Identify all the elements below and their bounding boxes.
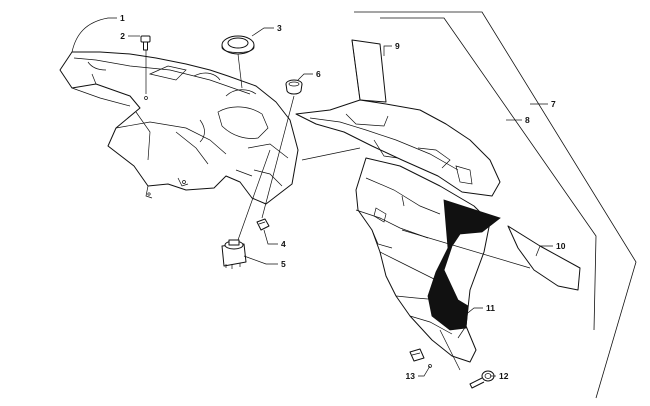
bolt-part	[469, 370, 495, 389]
screw-part	[140, 35, 151, 51]
callout-5: 5	[281, 259, 286, 269]
assembly-bracket-8	[380, 17, 597, 331]
leader-lines	[71, 17, 553, 377]
cap-seal-ring-part	[221, 35, 255, 55]
callout-9: 9	[395, 41, 400, 51]
callout-8: 8	[525, 115, 530, 125]
clip-nut-part	[409, 348, 432, 368]
callout-10: 10	[556, 241, 566, 251]
clip-part	[256, 218, 270, 231]
side-panel-part	[295, 39, 501, 363]
callout-12: 12	[499, 371, 509, 381]
callout-labels: 1 2 3 4 5 6 7 8 9 10 11 12 13	[120, 13, 566, 381]
panel-decal-part	[427, 199, 501, 331]
callout-13: 13	[406, 371, 416, 381]
callout-3: 3	[277, 23, 282, 33]
ignition-switch-part	[221, 239, 247, 269]
callout-7: 7	[551, 99, 556, 109]
decal-sheet-part	[507, 225, 581, 291]
grommet-part	[285, 79, 303, 95]
console-shroud-part	[59, 51, 299, 205]
callout-1: 1	[120, 13, 125, 23]
callout-2: 2	[120, 31, 125, 41]
assembly-bracket-7	[354, 11, 637, 399]
callout-11: 11	[486, 303, 495, 313]
callout-6: 6	[316, 69, 321, 79]
callout-4: 4	[281, 239, 286, 249]
